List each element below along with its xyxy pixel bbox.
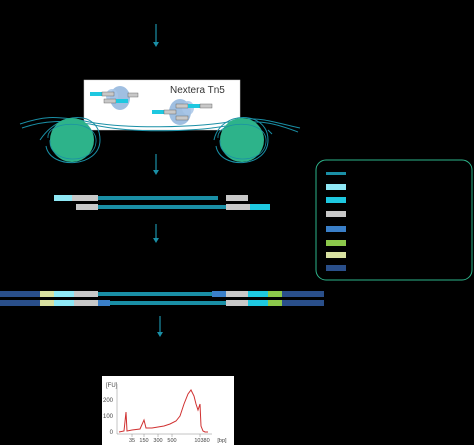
trace-x-tick-300: 300 bbox=[153, 438, 162, 444]
flow-arrow-3 bbox=[153, 224, 159, 243]
nucleosome-left bbox=[50, 118, 94, 162]
legend-swatch-adapter-light-cyan bbox=[326, 184, 346, 190]
legend-swatch-index-blue bbox=[326, 226, 346, 232]
tn5-panel-background bbox=[83, 79, 241, 131]
legend-swatch-index-yellow bbox=[326, 252, 346, 258]
flow-arrow-1 bbox=[153, 24, 159, 47]
trace-y-tick-0: 0 bbox=[110, 430, 114, 436]
legend-swatch-index-green bbox=[326, 240, 346, 246]
trace-x-tick-10380: 10380 bbox=[194, 438, 209, 444]
tn5-label: Nextera Tn5 bbox=[170, 85, 225, 96]
nucleosome-right bbox=[220, 118, 264, 162]
legend-border bbox=[315, 159, 473, 281]
trace-line bbox=[118, 389, 208, 433]
trace-x-unit: [bp] bbox=[217, 438, 227, 444]
amplified-library-fragment bbox=[0, 291, 324, 306]
legend-swatch-dna-strand bbox=[326, 172, 346, 175]
trace-y-tick-100: 100 bbox=[103, 414, 114, 420]
chromatin bbox=[19, 117, 301, 164]
legend bbox=[315, 159, 473, 281]
tn5-complex-left bbox=[90, 86, 139, 110]
trace-x-tick-150: 150 bbox=[139, 438, 148, 444]
tagmented-fragment bbox=[54, 195, 270, 210]
trace-x-tick-35: 35 bbox=[129, 438, 135, 444]
trace-y-unit: [FU] bbox=[106, 383, 118, 389]
tn5-enzyme-panel: Nextera Tn5 bbox=[83, 79, 241, 131]
flow-arrow-4 bbox=[157, 316, 163, 337]
trace-y-tick-200: 200 bbox=[103, 398, 114, 404]
bioanalyzer-trace-panel: [FU] 200 100 0 35 150 300 500 10380 [bp] bbox=[102, 376, 234, 445]
legend-swatch-adapter-cyan bbox=[326, 197, 346, 203]
legend-swatch-index-dark-blue bbox=[326, 265, 346, 271]
trace-x-tick-500: 500 bbox=[167, 438, 176, 444]
tn5-complex-right bbox=[152, 99, 213, 125]
legend-swatch-adapter-grey bbox=[326, 211, 346, 217]
flow-arrow-2 bbox=[153, 154, 159, 175]
trace-panel-background bbox=[102, 376, 234, 445]
